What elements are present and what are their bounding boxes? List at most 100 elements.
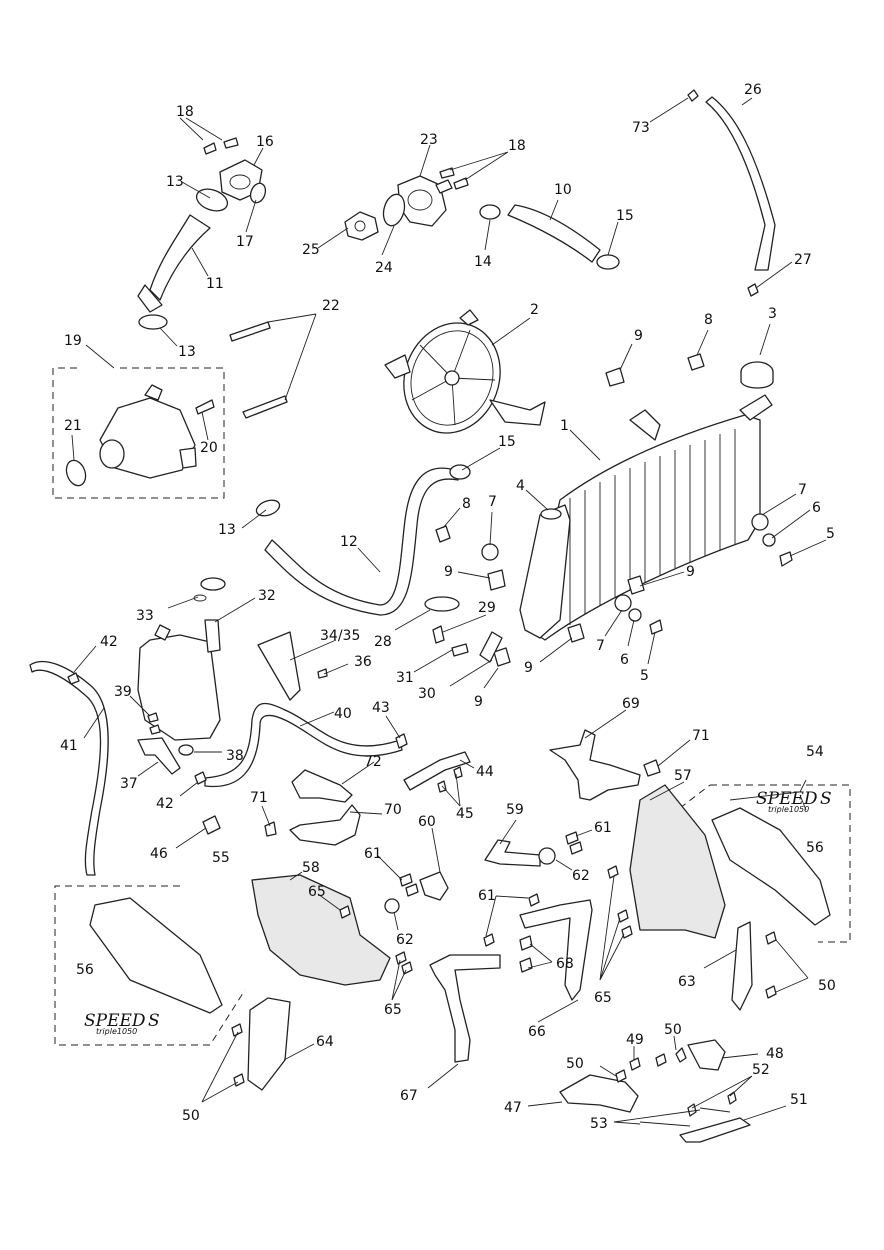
- label-4: 4: [516, 478, 525, 494]
- label-30: 30: [418, 686, 436, 702]
- label-13-top: 13: [166, 174, 184, 190]
- screws-65-c: [607, 865, 633, 939]
- hose-10: [507, 204, 601, 263]
- logo-right: SPEED S triple1050: [756, 789, 832, 814]
- label-55: 55: [212, 850, 230, 866]
- screws-50-right: [765, 931, 777, 999]
- label-29: 29: [478, 600, 496, 616]
- thermostat-housing-23: [397, 175, 453, 227]
- label-23: 23: [420, 132, 438, 148]
- label-10: 10: [554, 182, 572, 198]
- label-6-low: 6: [620, 652, 629, 668]
- bolts-39: [147, 712, 161, 735]
- label-58: 58: [302, 860, 320, 876]
- label-13-bottom: 13: [178, 344, 196, 360]
- label-71-left: 71: [250, 790, 268, 806]
- label-71-right: 71: [692, 728, 710, 744]
- label-57: 57: [674, 768, 692, 784]
- clip-42-a: [67, 672, 80, 685]
- label-68: 68: [556, 956, 574, 972]
- label-13-mid: 13: [218, 522, 236, 538]
- label-39: 39: [114, 684, 132, 700]
- part-72: [291, 769, 353, 803]
- label-38: 38: [226, 748, 244, 764]
- bolt-5-a: [779, 551, 793, 567]
- clip-42-b: [194, 771, 207, 785]
- leader-lines: [71, 97, 827, 1125]
- hose-clamp-14: [479, 204, 501, 220]
- label-51: 51: [790, 1092, 808, 1108]
- bracket-30: [479, 631, 503, 663]
- label-11: 11: [206, 276, 224, 292]
- label-65-right: 65: [594, 990, 612, 1006]
- screw-36: [317, 668, 328, 679]
- hose-clamp-15-top: [596, 254, 620, 270]
- bolts-18-right: [439, 167, 469, 190]
- label-16: 16: [256, 134, 274, 150]
- washer-6-b: [628, 608, 642, 622]
- clip-9-c: [627, 575, 645, 595]
- label-48: 48: [766, 1046, 784, 1062]
- bolt-29: [432, 625, 445, 644]
- label-43: 43: [372, 700, 390, 716]
- grommet-7-c: [614, 594, 632, 612]
- label-40: 40: [334, 706, 352, 722]
- clip-9-d: [567, 623, 585, 643]
- label-63: 63: [678, 974, 696, 990]
- label-53: 53: [590, 1116, 608, 1132]
- logo-right-sub: triple1050: [768, 805, 809, 814]
- clip-9-e: [493, 647, 511, 667]
- label-9-mid: 9: [444, 564, 453, 580]
- radiator-cap: [740, 361, 774, 389]
- label-17: 17: [236, 234, 254, 250]
- label-61-right: 61: [594, 820, 612, 836]
- label-73: 73: [632, 120, 650, 136]
- label-20: 20: [200, 440, 218, 456]
- label-6-right: 6: [812, 500, 821, 516]
- label-36: 36: [354, 654, 372, 670]
- label-19: 19: [64, 333, 82, 349]
- radiator: [529, 394, 773, 641]
- bolt-5-b: [649, 619, 663, 635]
- bolts-22: [229, 321, 288, 419]
- bolt-31: [451, 643, 469, 657]
- label-64: 64: [316, 1034, 334, 1050]
- rubber-block-46: [202, 815, 221, 835]
- clip-43: [395, 733, 408, 749]
- label-69: 69: [622, 696, 640, 712]
- screw-50-top: [675, 1047, 687, 1063]
- clip-9-b: [487, 569, 506, 591]
- hose-40: [204, 702, 403, 788]
- clip-8-b: [687, 353, 705, 371]
- label-9-low: 9: [524, 660, 533, 676]
- bracket-60: [419, 871, 449, 901]
- hose-41: [29, 660, 109, 876]
- bolts-61-b: [399, 873, 419, 897]
- hose-12: [264, 467, 459, 616]
- label-25: 25: [302, 242, 320, 258]
- group-box-55: [54, 885, 246, 1046]
- grommet-7-b: [751, 513, 769, 531]
- bracket-59: [484, 839, 541, 867]
- label-41: 41: [60, 738, 78, 754]
- label-50-top: 50: [664, 1022, 682, 1038]
- bracket-66: [519, 899, 593, 1001]
- expansion-tank: [137, 619, 221, 741]
- radiator-side-tank: [519, 504, 571, 639]
- label-44: 44: [476, 764, 494, 780]
- label-1: 1: [560, 418, 569, 434]
- label-70: 70: [384, 802, 402, 818]
- grommet-7-a: [481, 543, 499, 561]
- part-47: [559, 1074, 639, 1113]
- label-50-right: 50: [818, 978, 836, 994]
- group-box-19: [52, 367, 225, 499]
- label-12: 12: [340, 534, 358, 550]
- label-18-right: 18: [508, 138, 526, 154]
- part-51: [679, 1117, 751, 1143]
- label-21: 21: [64, 418, 82, 434]
- label-50-left: 50: [182, 1108, 200, 1124]
- label-42-low: 42: [156, 796, 174, 812]
- hose-26: [705, 96, 776, 271]
- thermostat-25: [344, 211, 379, 241]
- clip-9-a: [605, 367, 625, 387]
